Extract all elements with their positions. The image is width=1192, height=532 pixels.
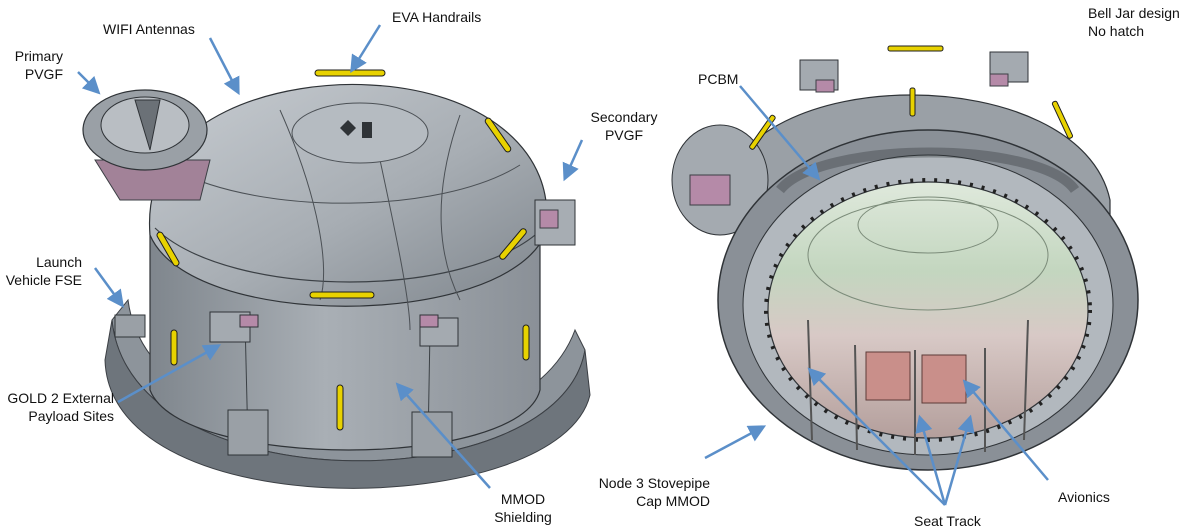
- label-gold2-payload-line2: Payload Sites: [28, 408, 114, 424]
- label-node3-cap-line1: Node 3 Stovepipe: [598, 475, 710, 491]
- arrow-avionics: [962, 379, 1049, 481]
- label-secondary-pvgf-line2: PVGF: [604, 127, 644, 143]
- arrow-gold2: [117, 344, 222, 404]
- label-node3-cap: Node 3 Stovepipe Cap MMOD: [580, 474, 710, 510]
- left-dome: [149, 83, 548, 307]
- label-primary-pvgf: Primary PVGF: [5, 47, 63, 83]
- label-bell-jar-line1: Bell Jar design: [1088, 5, 1180, 21]
- label-launch-fse-line1: Launch: [36, 254, 82, 270]
- arrow-wifi: [208, 37, 240, 96]
- callout-arrows: [77, 24, 1049, 506]
- label-gold2-payload-line1: GOLD 2 External: [7, 390, 114, 406]
- right-module: [671, 45, 1139, 471]
- arrow-secondary-pvgf: [562, 139, 584, 182]
- label-avionics: Avionics: [1058, 488, 1110, 506]
- label-node3-cap-line2: Cap MMOD: [636, 493, 710, 509]
- handrails: [156, 69, 530, 431]
- label-primary-pvgf-line2: PVGF: [24, 66, 63, 82]
- right-pvgf: [671, 124, 769, 236]
- label-mmod-shielding-line2: Shielding: [494, 509, 552, 525]
- label-avionics-line1: Avionics: [1058, 489, 1110, 505]
- label-launch-fse-line2: Vehicle FSE: [5, 272, 82, 288]
- arrow-pcbm: [739, 85, 821, 181]
- label-bell-jar: Bell Jar design No hatch: [1088, 4, 1180, 40]
- label-mmod-shielding-line1: MMOD: [500, 491, 546, 507]
- label-wifi-antennas: WIFI Antennas: [103, 20, 195, 38]
- label-eva-handrails-line1: EVA Handrails: [392, 9, 482, 25]
- label-pcbm: PCBM: [698, 70, 738, 88]
- left-module: [82, 69, 591, 489]
- label-secondary-pvgf: Secondary PVGF: [586, 108, 662, 144]
- arrow-eva: [350, 24, 382, 73]
- label-eva-handrails: EVA Handrails: [392, 8, 481, 26]
- secondary-pvgf: [534, 199, 576, 246]
- label-pcbm-line1: PCBM: [698, 71, 739, 87]
- arrow-node3: [704, 425, 767, 460]
- label-secondary-pvgf-line1: Secondary: [590, 109, 658, 125]
- label-seat-track: Seat Track: [914, 512, 981, 530]
- label-wifi-antennas-line1: WIFI Antennas: [103, 21, 195, 37]
- label-primary-pvgf-line1: Primary: [14, 48, 63, 64]
- label-launch-fse: Launch Vehicle FSE: [2, 253, 82, 289]
- label-seat-track-line1: Seat Track: [914, 513, 981, 529]
- arrow-seat-track-1: [807, 367, 946, 506]
- label-bell-jar-line2: No hatch: [1088, 23, 1145, 39]
- arrow-launch-fse: [93, 267, 125, 308]
- gold2-sites: [209, 311, 459, 347]
- arrow-seat-track-3: [943, 414, 975, 506]
- label-gold2-payload: GOLD 2 External Payload Sites: [2, 389, 114, 425]
- arrow-mmod: [395, 382, 491, 489]
- primary-pvgf: [82, 89, 211, 201]
- avionics-boxes: [865, 351, 967, 404]
- arrow-primary-pvgf: [77, 71, 101, 95]
- launch-fse: [114, 314, 453, 458]
- arrow-seat-track-2: [915, 414, 947, 506]
- label-mmod-shielding: MMOD Shielding: [488, 490, 558, 526]
